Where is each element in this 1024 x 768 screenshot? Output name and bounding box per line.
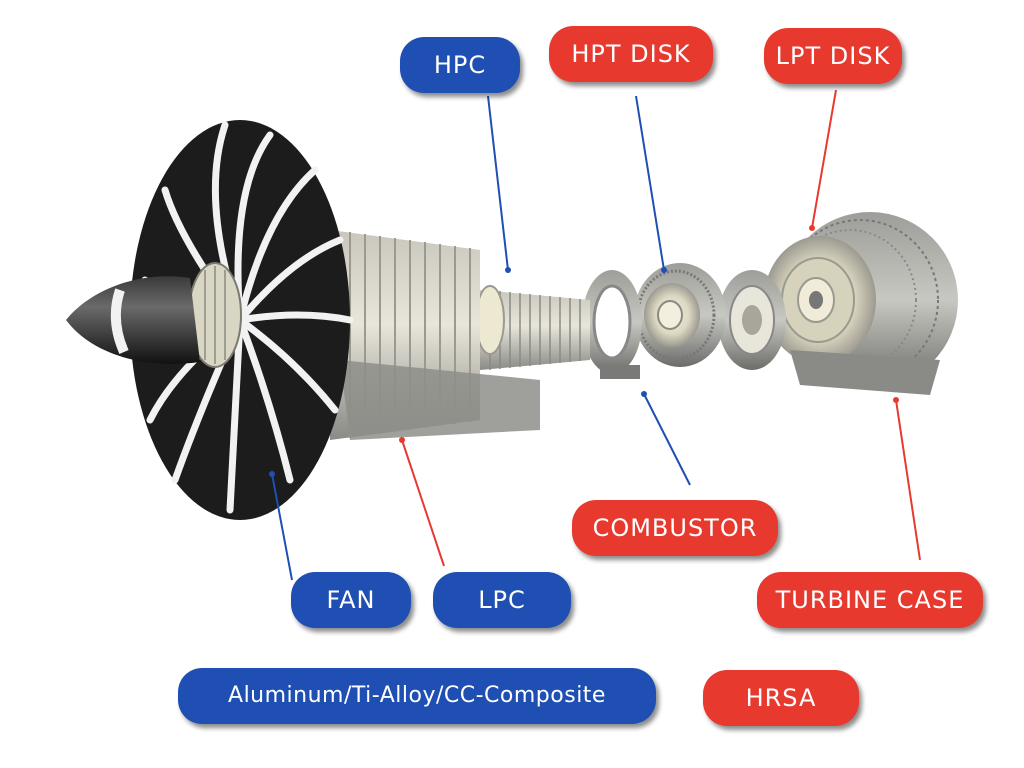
callout-line-hpc — [487, 95, 509, 271]
hpc-compressor — [475, 285, 590, 370]
label-combustor: COMBUSTOR — [572, 500, 778, 556]
label-lpt-disk: LPT DISK — [764, 28, 902, 84]
callout-line-turbine-case — [895, 399, 921, 561]
hpt-stage — [634, 263, 786, 370]
spinner-cone — [66, 276, 200, 364]
lpt-turbine — [764, 212, 958, 395]
callout-line-combustor — [643, 393, 691, 486]
label-fan: FAN — [291, 572, 411, 628]
legend-hrsa: HRSA — [703, 670, 859, 726]
label-lpc: LPC — [433, 572, 571, 628]
combustor-part — [582, 270, 642, 379]
label-hpt-disk: HPT DISK — [549, 26, 713, 82]
callout-line-lpt-disk — [811, 89, 837, 229]
callout-line-fan — [271, 473, 293, 581]
label-hpc: HPC — [400, 37, 520, 93]
lpc-compressor — [330, 230, 540, 440]
callout-lines — [269, 89, 921, 581]
legend-light-materials: Aluminum/Ti-Alloy/CC-Composite — [178, 668, 656, 724]
callout-line-hpt-disk — [635, 95, 665, 271]
label-turbine-case: TURBINE CASE — [757, 572, 983, 628]
callout-line-lpc — [401, 439, 445, 567]
fan-blades — [130, 120, 354, 520]
